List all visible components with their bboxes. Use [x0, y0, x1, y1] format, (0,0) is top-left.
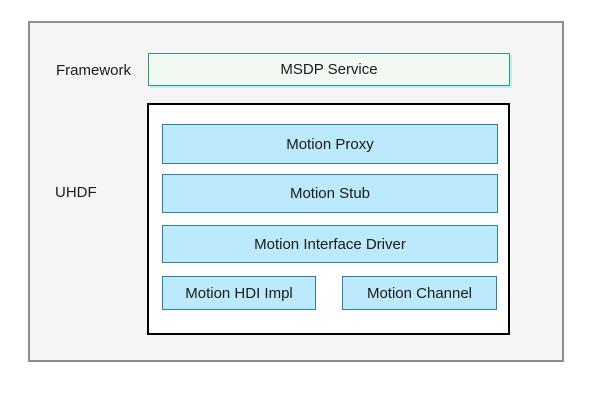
framework-layer-label: Framework [56, 62, 132, 79]
motion-channel-box: Motion Channel [342, 276, 497, 310]
motion-proxy-box: Motion Proxy [162, 124, 498, 164]
motion-stub-box: Motion Stub [162, 174, 498, 213]
motion-hdi-impl-box: Motion HDI Impl [162, 276, 316, 310]
motion-interface-driver-box: Motion Interface Driver [162, 225, 498, 263]
uhdf-layer-label: UHDF [55, 184, 97, 201]
msdp-service-box: MSDP Service [148, 53, 510, 86]
